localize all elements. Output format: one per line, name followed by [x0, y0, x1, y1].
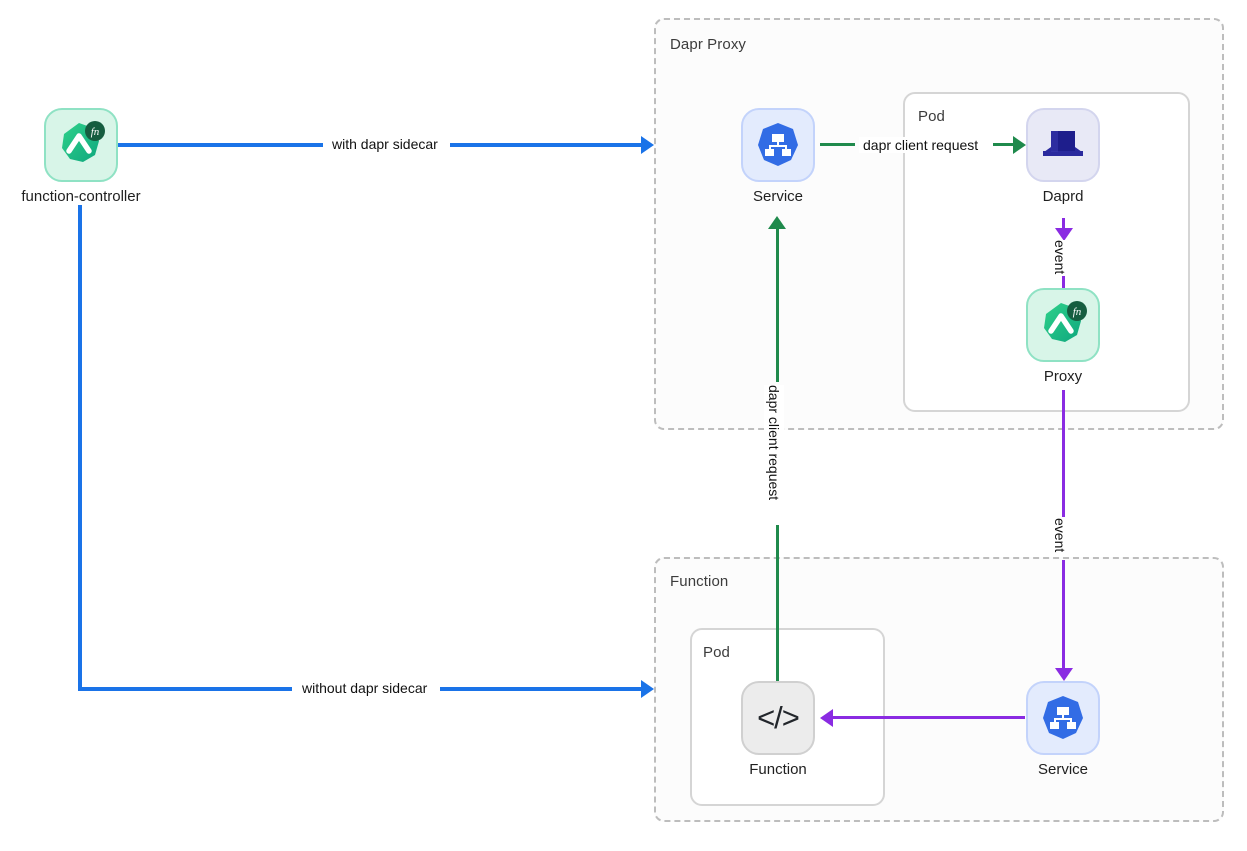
- edge-service-to-daprd-segment-a: [820, 143, 855, 146]
- node-daprd[interactable]: [1026, 108, 1100, 182]
- node-function-label: Function: [749, 761, 807, 778]
- edge-without-dapr-sidecar-segment-b: [440, 687, 643, 691]
- edge-with-dapr-sidecar-segment-a: [118, 143, 323, 147]
- edge-without-dapr-sidecar-label: without dapr sidecar: [298, 680, 432, 696]
- svg-text:fn: fn: [91, 126, 100, 138]
- edge-daprd-to-proxy-segment-a: [1062, 218, 1065, 230]
- group-function-label: Function: [670, 573, 729, 590]
- edge-function-to-service-label: dapr client request: [764, 385, 784, 501]
- edge-proxy-to-function-service-segment-b: [1062, 560, 1065, 670]
- node-daprd-label: Daprd: [1042, 188, 1084, 205]
- edge-with-dapr-sidecar-segment-b: [450, 143, 643, 147]
- node-function-controller-label: function-controller: [21, 188, 141, 205]
- code-brackets-icon: </>: [757, 700, 800, 735]
- edge-function-to-service-vertical-a: [776, 228, 779, 382]
- kubernetes-service-icon: [1043, 696, 1083, 739]
- edge-proxy-to-function-service-arrowhead: [1055, 668, 1073, 681]
- edge-service-to-daprd-arrowhead: [1013, 136, 1026, 154]
- edge-proxy-to-function-service-segment-a: [1062, 390, 1065, 517]
- node-function-service-label: Service: [1037, 761, 1089, 778]
- group-function-pod-label: Pod: [703, 644, 730, 661]
- node-function[interactable]: </>: [741, 681, 815, 755]
- node-proxy-service[interactable]: [741, 108, 815, 182]
- node-proxy-service-label: Service: [752, 188, 804, 205]
- edge-without-dapr-sidecar-arrowhead: [641, 680, 654, 698]
- group-dapr-proxy-pod-label: Pod: [918, 108, 945, 125]
- edge-with-dapr-sidecar-label: with dapr sidecar: [328, 136, 442, 152]
- edge-function-service-to-function: [833, 716, 1025, 719]
- edge-without-dapr-sidecar-segment-a: [78, 687, 292, 691]
- node-proxy-label: Proxy: [1043, 368, 1083, 385]
- edge-function-service-to-function-arrowhead: [820, 709, 833, 727]
- edge-service-to-daprd-label: dapr client request: [859, 137, 983, 153]
- node-proxy[interactable]: fn: [1026, 288, 1100, 362]
- edge-daprd-to-proxy-segment-b: [1062, 276, 1065, 288]
- openfunction-logo-icon: fn: [1044, 301, 1087, 342]
- svg-text:fn: fn: [1073, 306, 1082, 318]
- edge-without-dapr-sidecar-vertical: [78, 205, 82, 691]
- node-function-controller[interactable]: fn: [44, 108, 118, 182]
- edge-daprd-to-proxy-arrowhead: [1055, 228, 1073, 241]
- edge-service-to-daprd-segment-b: [993, 143, 1016, 146]
- edge-function-to-service-vertical-b: [776, 525, 779, 691]
- kubernetes-service-icon: [758, 123, 798, 166]
- group-dapr-proxy-label: Dapr Proxy: [670, 36, 747, 53]
- dapr-hat-icon: [1043, 131, 1083, 156]
- openfunction-logo-icon: fn: [62, 121, 105, 162]
- node-function-service[interactable]: [1026, 681, 1100, 755]
- edge-with-dapr-sidecar-arrowhead: [641, 136, 654, 154]
- edge-daprd-to-proxy-label: event: [1050, 240, 1070, 275]
- edge-proxy-to-function-service-label: event: [1050, 518, 1070, 553]
- edge-function-to-service-arrowhead: [768, 216, 786, 229]
